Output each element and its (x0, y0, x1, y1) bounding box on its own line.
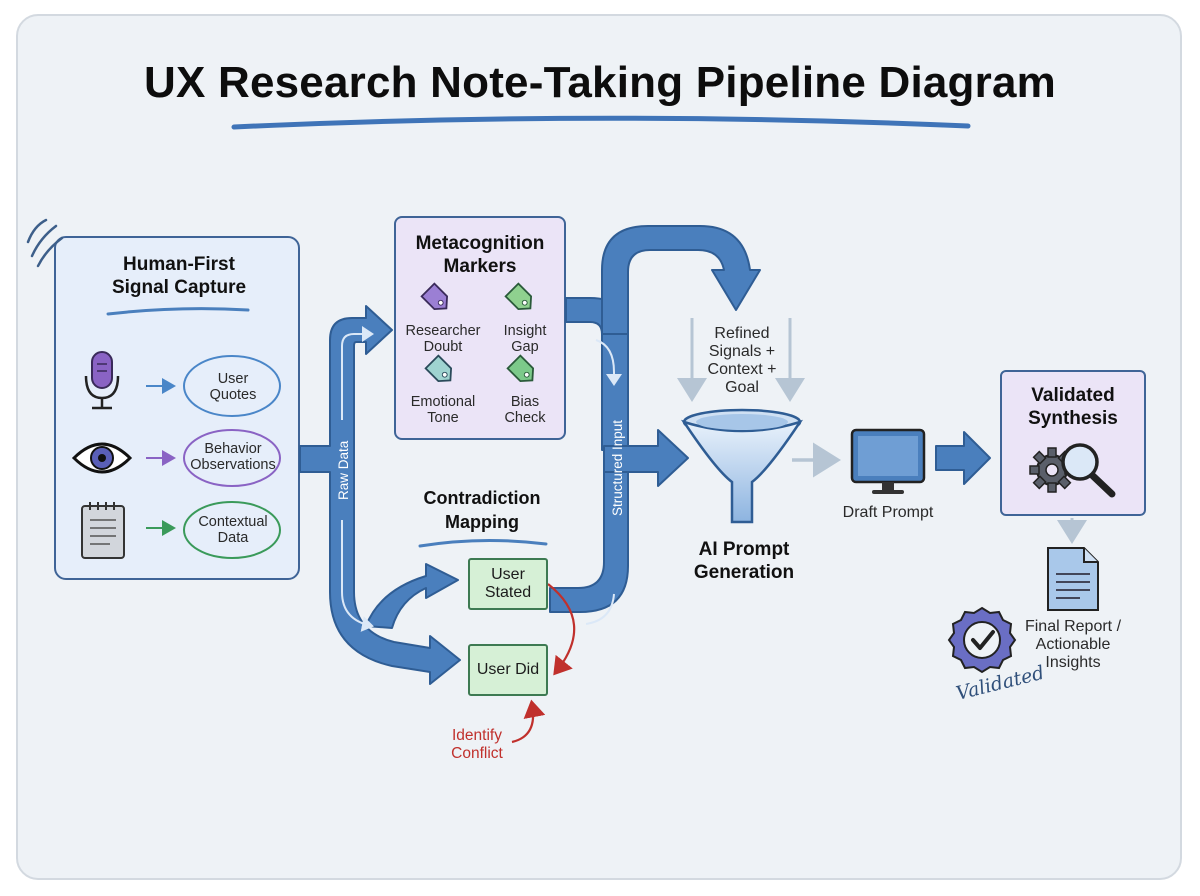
identify-conflict-label: Identify Conflict (451, 727, 503, 762)
title-underline (231, 115, 971, 130)
user-stated-box: User Stated (468, 558, 548, 610)
metacognition-heading: Metacognition Markers (415, 233, 545, 277)
eye-icon (71, 442, 133, 474)
refined-signals-label: Refined Signals + Context + Goal (707, 325, 777, 396)
notepad-icon (81, 502, 125, 559)
synthesis-heading: Validated Synthesis (1028, 385, 1118, 429)
marker-emotional-tone: Emotional Tone (410, 394, 476, 426)
user-did-box: User Did (468, 644, 548, 696)
contextual-label: Contextual Data (198, 514, 268, 546)
validated-badge-icon (947, 606, 1017, 674)
marker-insight-gap: Insight Gap (503, 323, 547, 355)
marker-researcher-doubt: Researcher Doubt (405, 323, 481, 355)
validated-synthesis-panel (1000, 370, 1146, 516)
raw-data-label: Raw Data (336, 440, 351, 500)
behavior-label: Behavior Observations (190, 441, 276, 473)
funnel-icon (681, 408, 803, 524)
gear-magnifier-icon (1029, 443, 1116, 498)
user-quotes-label: User Quotes (209, 371, 257, 403)
flow-pipes (299, 225, 991, 685)
identify-conflict-arrow (511, 699, 546, 744)
document-icon (1047, 547, 1099, 611)
microphone-icon (84, 351, 120, 410)
ai-prompt-label: AI Prompt Generation (693, 539, 795, 583)
tag-icon-bias (506, 354, 535, 383)
metacognition-panel (394, 216, 566, 440)
structured-input-label: Structured Input (610, 420, 625, 516)
monitor-icon (850, 428, 926, 494)
capture-heading: Human-First Signal Capture (111, 254, 247, 298)
tag-icon-gap (504, 282, 533, 311)
diagram-title: UX Research Note-Taking Pipeline Diagram (144, 58, 1056, 107)
tag-icon-doubt (420, 282, 449, 311)
draft-prompt-label: Draft Prompt (842, 504, 934, 521)
final-report-label: Final Report / Actionable Insights (1024, 618, 1122, 671)
tag-icon-tone (424, 354, 453, 383)
user-quotes-oval (183, 355, 281, 417)
contradiction-heading: Contradiction Mapping (423, 488, 541, 532)
behavior-oval (183, 429, 281, 487)
corner-marks (26, 218, 64, 268)
conflict-curve-arrow (547, 583, 576, 676)
contextual-oval (183, 501, 281, 559)
marker-bias-check: Bias Check (504, 394, 546, 426)
